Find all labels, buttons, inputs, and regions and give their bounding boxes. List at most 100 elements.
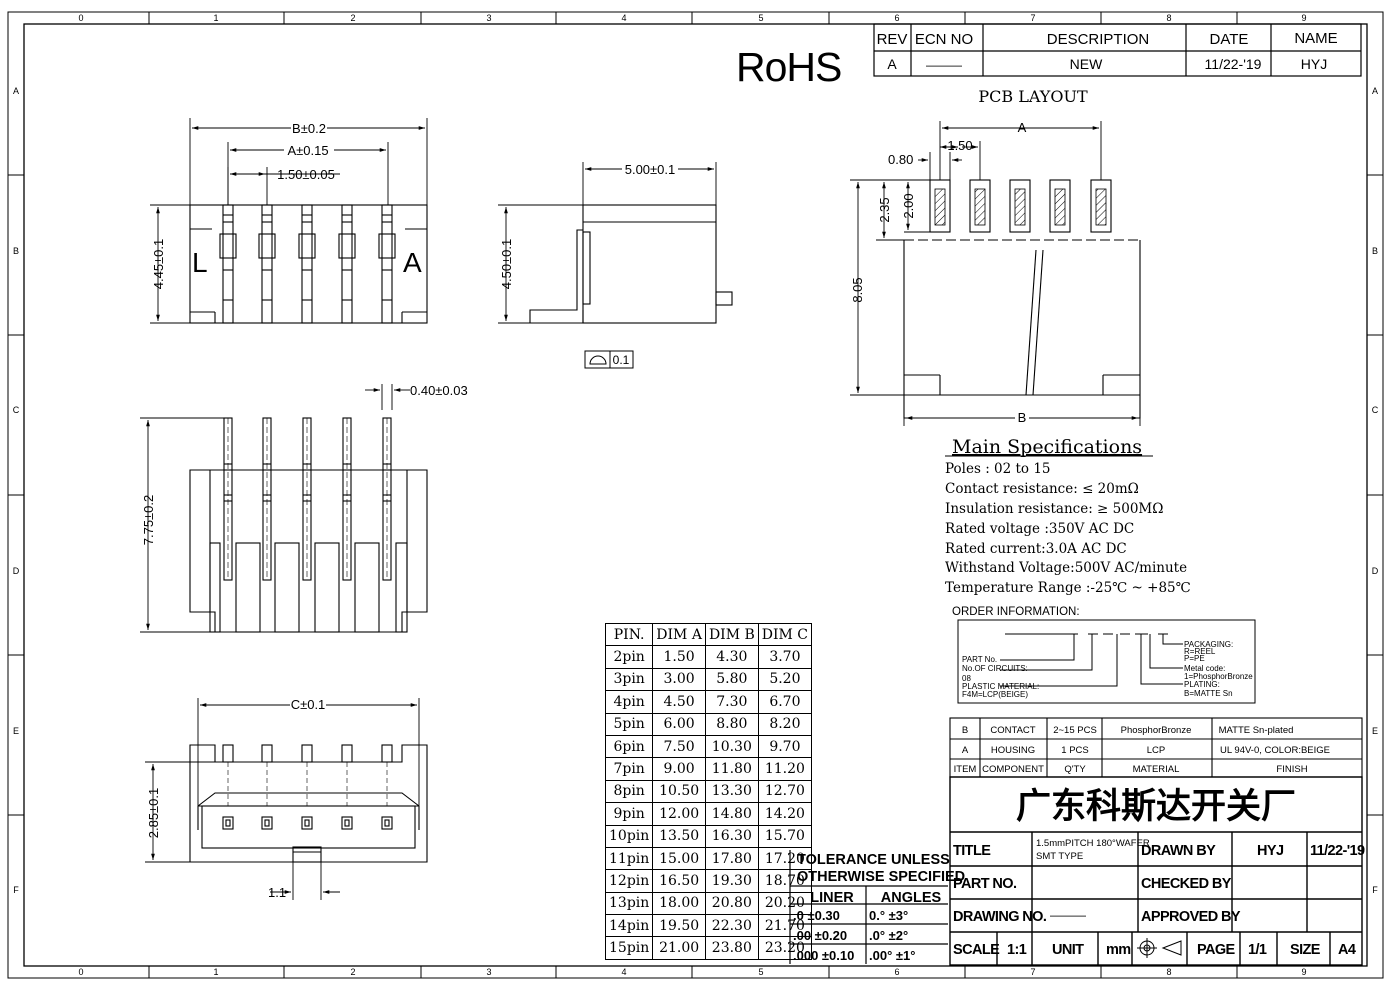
order-left-1: No.OF CIRCUITS: [962,664,1028,673]
dim-table-cell: 14pin [604,914,654,938]
end-pin-slot [301,816,313,830]
dim-table-cell: 3.00 [652,667,706,692]
row-marker-right: C [1372,405,1379,415]
order-right-0: PACKAGING: [1184,640,1233,649]
dim-table-cell: 1.50 [652,645,706,669]
order-right-3: Metal code: [1184,664,1225,673]
dim-table-cell: 23.20 [757,936,813,960]
col-marker-top: 3 [486,13,491,23]
dim-table-cell: 15pin [604,936,654,960]
rev-value-description: NEW [1070,56,1103,72]
front-view [189,204,428,324]
front-pin [261,204,273,324]
dim-table-header: DIM B [704,622,759,647]
tb-part-no-label: PART NO. [953,876,1017,892]
col-marker-top: 0 [78,13,83,23]
tb-page-value: 1/1 [1248,942,1267,958]
row-marker-right: E [1372,726,1378,736]
tb-size-label: SIZE [1290,942,1321,958]
order-left-2: 08 [962,674,971,683]
bom-b-material: PhosphorBronze [1121,725,1192,736]
col-marker-bottom: 8 [1166,967,1171,977]
flatness-value: 0.1 [613,353,630,367]
dim-table-header: DIM A [652,622,706,647]
tb-page-label: PAGE [1197,942,1236,958]
tb-drawn-by-label: DRAWN BY [1141,843,1216,859]
dim-height-450: 4.50±0.1 [499,239,514,290]
dim-table-cell: 17.20 [757,846,813,871]
side-view [529,204,733,324]
col-marker-bottom: 9 [1301,967,1306,977]
dim-table-cell: 10.50 [652,779,706,804]
tb-title-value-2: SMT TYPE [1036,851,1083,862]
dim-table-cell: 15.00 [652,846,706,871]
pcb-dim-b: B [1018,410,1027,425]
dim-table-header: DIM C [757,622,813,647]
dim-table-cell: 23.80 [704,936,759,960]
end-pin-slot [261,816,273,830]
tb-scale-value: 1:1 [1007,942,1027,958]
col-marker-bottom: 3 [486,967,491,977]
dim-table-cell: 9pin [604,802,654,826]
tb-scale-label: SCALE [953,942,1000,958]
dim-height-285: 2.85±0.1 [146,788,161,839]
tb-approved-by-label: APPROVED BY [1141,909,1241,925]
bom-header-finish: FINISH [1276,764,1307,775]
front-letter-a: A [403,247,422,278]
dim-height-775: 7.75±0.2 [141,495,156,546]
col-marker-bottom: 1 [213,967,218,977]
dim-table-cell: 10pin [604,824,654,848]
row-marker-right: F [1372,885,1378,895]
bom-header-item: ITEM [954,764,977,775]
flatness-callout [584,350,634,369]
spec-line-temperature: Temperature Range :-25℃ ~ +85℃ [945,580,1191,596]
dim-pitch: 1.50±0.05 [277,167,335,182]
order-info-box [957,619,1256,704]
row-marker-left: C [13,405,20,415]
tolerance-title-1: TOLERANCE UNLESS [797,852,950,868]
end-view [189,744,428,863]
front-letter-l: L [192,247,208,278]
dim-table-cell: 11.80 [704,757,759,781]
bom-a-component: HOUSING [991,745,1035,756]
bom-a-item: A [962,745,969,756]
bom-b-qty: 2~15 PCS [1053,725,1097,736]
dim-table-cell: 14.20 [757,802,813,826]
dim-c: C±0.1 [291,697,326,712]
pcb-dim-pitch: 1.50 [947,138,972,153]
order-right-6: B=MATTE Sn [1184,689,1233,698]
pcb-layout [903,179,1141,419]
end-pin-top [381,744,393,763]
order-right-1: R=REEL [1184,647,1216,656]
bom-a-qty: 1 PCS [1061,745,1088,756]
front-pin [301,204,313,324]
rev-header-description: DESCRIPTION [1047,31,1150,48]
dim-table-cell: 2pin [604,645,654,669]
order-left-3: PLASTIC MATERIAL: [962,682,1039,691]
dim-table-cell: 6pin [604,734,654,759]
dim-table-cell: 12.00 [652,802,706,826]
pcb-dim-a: A [1018,120,1027,135]
dim-width-500: 5.00±0.1 [625,162,676,177]
dim-table-cell: 18.70 [757,869,813,893]
dim-table-cell: 6.70 [757,690,813,714]
spec-line-contact-resistance: Contact resistance: ≤ 20mΩ [945,481,1139,497]
end-pin-top [341,744,353,763]
bom-header-component: COMPONENT [982,764,1044,775]
col-marker-top: 2 [350,13,355,23]
dim-table-cell: 7pin [604,757,654,781]
order-left-0: PART No. [962,655,997,664]
dim-table-cell: 3.70 [757,645,813,669]
bottom-view [189,417,428,633]
